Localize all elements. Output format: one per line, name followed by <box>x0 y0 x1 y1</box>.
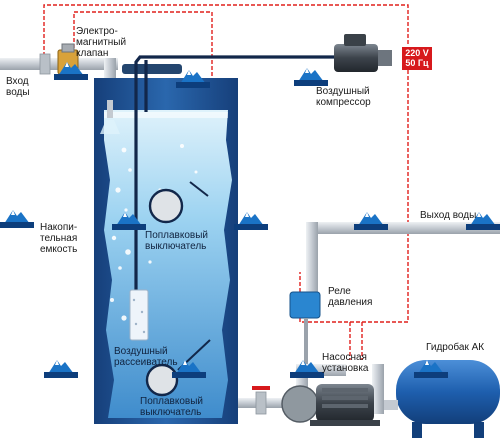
spray-nozzle <box>100 100 120 134</box>
frequency-label: 50 Гц <box>405 58 429 68</box>
watermark-logo <box>172 356 206 378</box>
watermark-logo <box>0 206 34 228</box>
label-pressure-tank: Гидробак АК <box>426 342 485 353</box>
power-supply-badge: 220 V 50 Гц <box>402 47 432 70</box>
watermark-logo <box>176 66 210 88</box>
label-pressure-relay: Реле давления <box>328 286 373 308</box>
label-solenoid-valve: Электро- магнитный клапан <box>76 26 127 59</box>
watermark-logo <box>44 356 78 378</box>
watermark-logo <box>54 58 88 80</box>
watermark-logo <box>234 208 268 230</box>
pump-unit <box>281 384 380 426</box>
label-float-switch-top: Поплавковый выключатель <box>145 230 209 252</box>
watermark-logo <box>294 64 328 86</box>
voltage-label: 220 V <box>405 48 429 58</box>
label-float-switch-bottom: Поплавковый выключатель <box>140 396 204 418</box>
air-diffuser <box>129 289 149 341</box>
float-switch-top <box>148 181 209 224</box>
label-water-outlet: Выход воды <box>420 210 477 221</box>
watermark-logo <box>112 208 146 230</box>
watermark-logo <box>414 356 448 378</box>
suction-pipe <box>238 386 304 415</box>
label-storage-tank: Накопи- тельная емкость <box>40 222 78 255</box>
watermark-logo <box>290 356 324 378</box>
label-air-diffuser: Воздушный рассеиватель <box>114 346 178 368</box>
watermark-logo <box>354 208 388 230</box>
air-compressor <box>334 34 392 72</box>
label-pump-station: Насосная установка <box>322 352 369 374</box>
label-water-inlet: Вход воды <box>6 76 30 98</box>
label-air-compressor: Воздушный компрессор <box>316 86 371 108</box>
watermark-logo <box>466 208 500 230</box>
pressure-relay <box>289 291 321 364</box>
air-hose <box>134 55 340 290</box>
